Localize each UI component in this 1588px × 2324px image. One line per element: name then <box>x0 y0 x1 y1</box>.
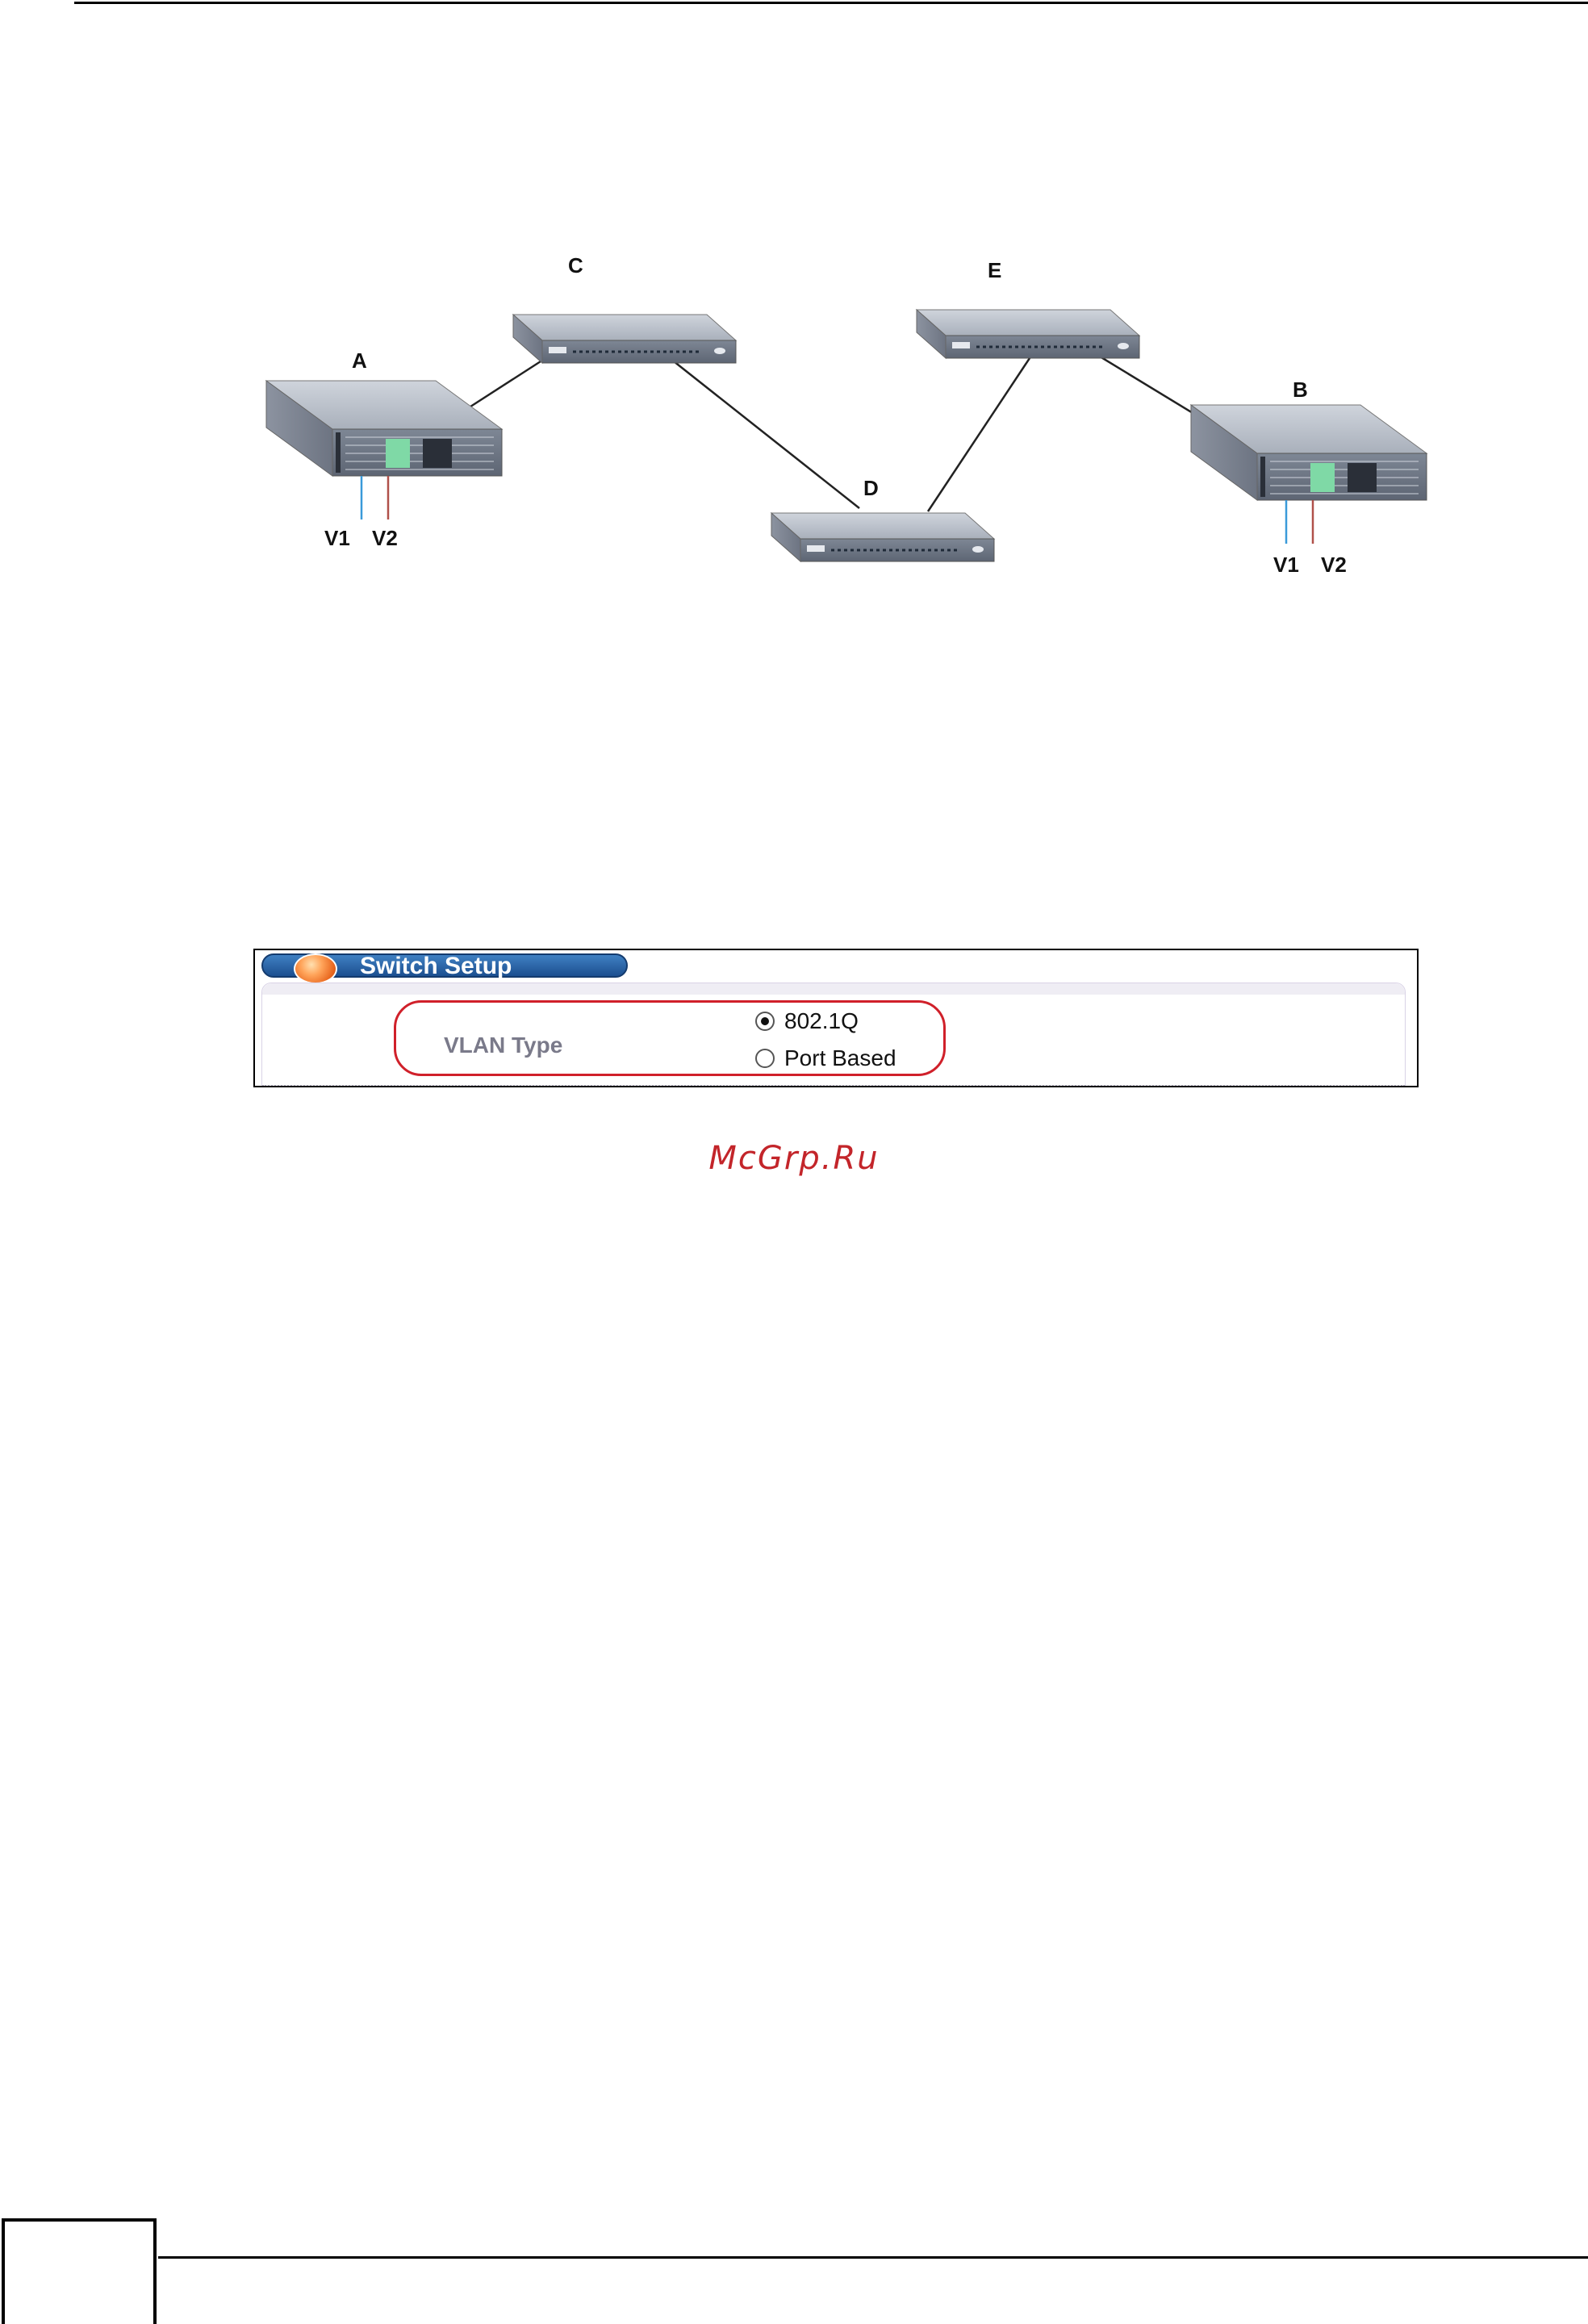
vlan-label-a-v2: V2 <box>372 526 398 550</box>
highlight-oval <box>394 1000 946 1076</box>
page-number-box <box>2 2218 157 2324</box>
link-a-c <box>468 361 541 408</box>
header-rule <box>74 2 1588 4</box>
footer-rule <box>158 2256 1588 2259</box>
chassis-switch-b <box>1191 405 1427 544</box>
node-label-d: D <box>863 476 879 500</box>
switch-d <box>771 513 994 561</box>
link-d-e <box>928 353 1033 511</box>
vlan-label-b-v1: V1 <box>1273 553 1299 577</box>
diagram-links <box>468 350 1201 511</box>
switch-setup-title-bar: Switch Setup <box>261 953 628 978</box>
node-label-b: B <box>1293 378 1308 402</box>
orb-icon <box>294 953 337 984</box>
vlan-label-a-v1: V1 <box>324 526 350 550</box>
switch-setup-screenshot: Switch Setup VLAN Type 802.1Q Port Based <box>253 949 1419 1087</box>
node-label-c: C <box>568 253 583 277</box>
vlan-network-diagram: C E A B D V1 V2 V1 V2 <box>242 242 1436 581</box>
watermark: McGrp.Ru <box>0 1140 1588 1177</box>
node-label-e: E <box>988 258 1001 282</box>
chassis-switch-a <box>266 381 502 519</box>
link-c-d <box>670 358 859 508</box>
switch-e <box>917 310 1139 358</box>
screen-title: Switch Setup <box>360 955 512 978</box>
node-label-a: A <box>352 348 367 373</box>
switch-c <box>513 315 736 363</box>
vlan-label-b-v2: V2 <box>1321 553 1347 577</box>
link-e-b <box>1089 350 1201 418</box>
